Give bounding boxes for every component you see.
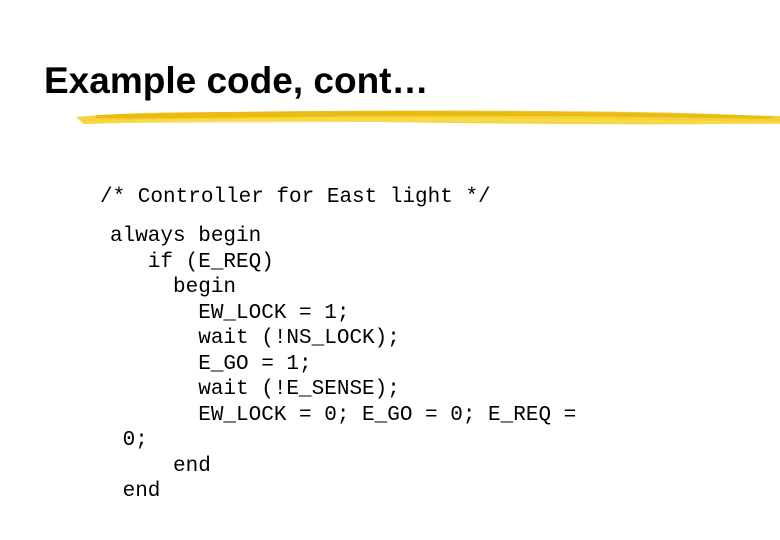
slide-title: Example code, cont…: [44, 60, 429, 101]
code-line: 0;: [110, 429, 148, 452]
code-line: begin: [110, 276, 237, 299]
code-line: wait (!NS_LOCK);: [110, 327, 400, 350]
code-line: if (E_REQ): [110, 250, 274, 274]
code-line: EW_LOCK = 1;: [110, 301, 350, 325]
code-block: /* Controller for East light */: [100, 185, 491, 211]
code-body: always begin if (E_REQ) begin EW_LOCK = …: [110, 224, 576, 505]
code-line: E_GO = 1;: [110, 352, 312, 376]
code-line: wait (!E_SENSE);: [110, 378, 400, 401]
code-line: always begin: [110, 225, 262, 248]
code-comment: /* Controller for East light */: [100, 186, 491, 209]
code-line: end: [110, 480, 161, 503]
code-line: end: [110, 454, 211, 478]
code-line: EW_LOCK = 0; E_GO = 0; E_REQ =: [110, 403, 577, 427]
title-underline-brush: [76, 110, 780, 125]
